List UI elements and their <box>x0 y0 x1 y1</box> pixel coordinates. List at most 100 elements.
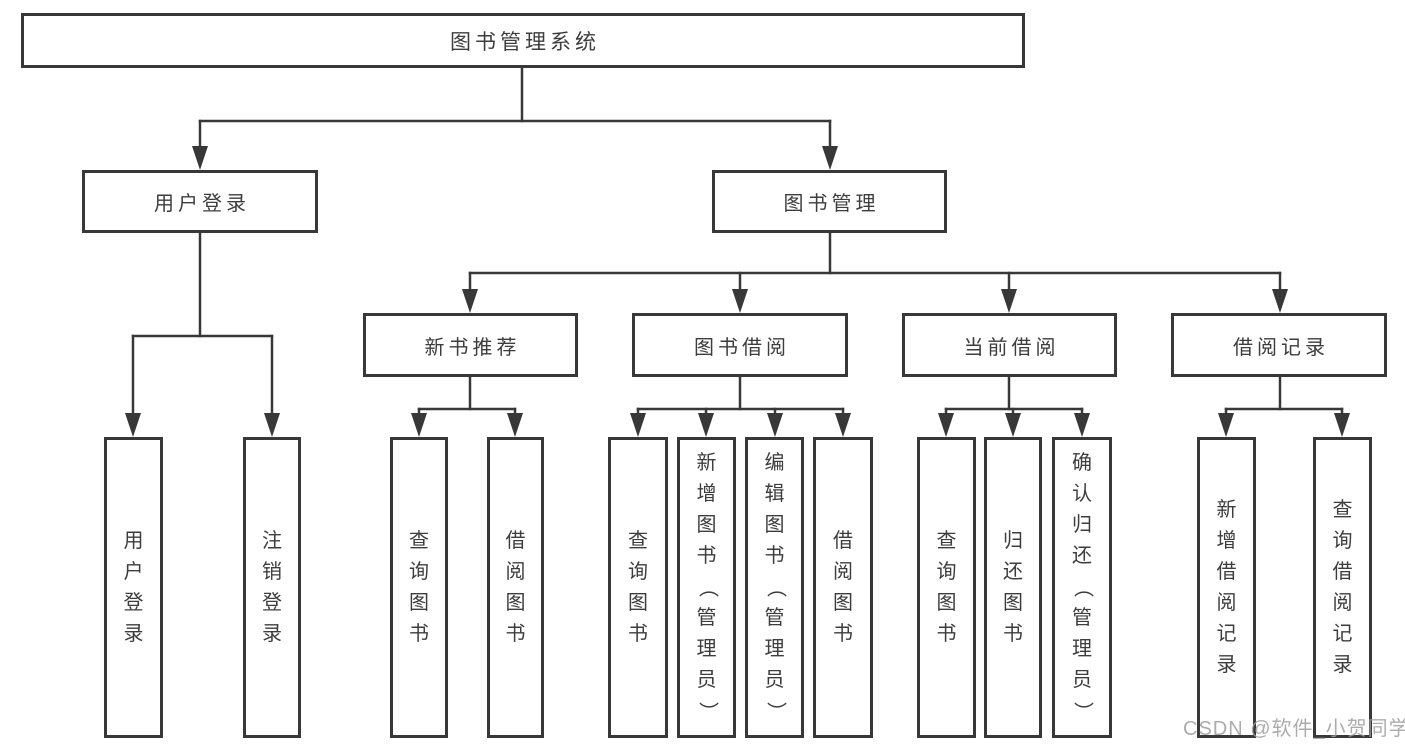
vertical-char: 管 <box>1072 607 1092 629</box>
vertical-char: 归 <box>1003 529 1023 552</box>
vertical-char: 管 <box>696 607 717 629</box>
vertical-char: 查 <box>628 529 648 552</box>
node-label: 借阅图书 <box>816 440 870 735</box>
leaf-borrow-query-books: 查询图书 <box>608 437 668 738</box>
vertical-char: 阅 <box>833 560 853 583</box>
node-label: 图书借阅 <box>694 336 790 359</box>
vertical-char: 书 <box>833 622 853 645</box>
node-current-borrowing: 当前借阅 <box>902 313 1117 377</box>
node-book-management: 图书管理 <box>712 170 947 233</box>
node-label: 图书管理 <box>783 193 880 215</box>
node-label: 新书推荐 <box>424 336 521 359</box>
node-label: 借阅记录 <box>1233 336 1329 359</box>
vertical-char: 录 <box>1332 653 1353 676</box>
vertical-char: 询 <box>936 560 957 583</box>
vertical-char: 录 <box>123 622 144 645</box>
node-label: 新增借阅记录 <box>1200 440 1253 735</box>
vertical-char: 图 <box>764 514 785 536</box>
vertical-char: 查 <box>409 529 429 552</box>
vertical-char: 书 <box>505 622 526 645</box>
vertical-char: 书 <box>764 545 785 567</box>
vertical-char: 询 <box>1332 529 1353 552</box>
vertical-char: 管 <box>764 607 785 629</box>
node-label: 新增图书（管理员） <box>680 440 733 735</box>
vertical-char: 阅 <box>1332 591 1353 614</box>
leaf-edit-book-admin: 编辑图书（管理员） <box>745 437 804 738</box>
node-new-book-recommendation: 新书推荐 <box>363 313 578 377</box>
vertical-char: 辑 <box>764 483 785 505</box>
node-label: 确认归还 （ 管理员 ） <box>1055 440 1109 735</box>
leaf-logout: 注销登录 <box>243 437 301 738</box>
node-label: 图书管理系统 <box>450 30 600 54</box>
node-label: 借阅图书 <box>490 440 541 735</box>
node-book-borrowing: 图书借阅 <box>632 313 848 377</box>
vertical-char: 记 <box>1332 622 1353 645</box>
vertical-char: ） <box>1071 701 1094 722</box>
leaf-query-borrow-record: 查询借阅记录 <box>1313 437 1372 738</box>
vertical-char: 借 <box>1332 560 1353 583</box>
vertical-char: 图 <box>833 591 853 614</box>
vertical-char: 认 <box>1072 483 1092 505</box>
node-label: 编辑图书（管理员） <box>748 440 801 735</box>
vertical-char: 理 <box>1072 638 1092 660</box>
vertical-char: 查 <box>936 529 957 552</box>
vertical-char: 阅 <box>505 560 526 583</box>
vertical-char: 登 <box>123 591 144 614</box>
vertical-char: 注 <box>262 529 282 552</box>
node-user-login: 用户登录 <box>82 170 318 233</box>
vertical-char: 编 <box>764 452 785 474</box>
leaf-recommend-query-books: 查询图书 <box>390 437 448 738</box>
vertical-char: 还 <box>1003 560 1023 583</box>
vertical-char: 记 <box>1216 622 1237 645</box>
vertical-char: 询 <box>628 560 648 583</box>
vertical-char: （ <box>1071 577 1094 598</box>
vertical-char: 借 <box>505 529 526 552</box>
vertical-char: 理 <box>764 638 785 660</box>
vertical-char: 还 <box>1072 545 1092 567</box>
leaf-user-login: 用户登录 <box>104 437 163 738</box>
vertical-char: 阅 <box>1216 591 1237 614</box>
vertical-char: 录 <box>1216 653 1237 676</box>
vertical-char: 图 <box>1003 591 1023 614</box>
leaf-current-query-books: 查询图书 <box>917 437 976 738</box>
node-label: 查询图书 <box>393 440 445 735</box>
vertical-char: 新 <box>1216 498 1237 521</box>
leaf-recommend-borrow-books: 借阅图书 <box>487 437 544 738</box>
vertical-char: 图 <box>505 591 526 614</box>
vertical-char: 增 <box>1216 529 1237 552</box>
node-label: 查询图书 <box>611 440 665 735</box>
vertical-char: 户 <box>123 560 144 583</box>
node-label: 查询图书 <box>920 440 973 735</box>
vertical-char: （ <box>696 577 718 598</box>
vertical-char: 员 <box>764 669 785 691</box>
node-label: 用户登录 <box>154 193 250 215</box>
vertical-char: 确 <box>1072 452 1092 474</box>
vertical-char: 借 <box>833 529 853 552</box>
node-label: 当前借阅 <box>963 336 1060 359</box>
node-borrowing-records: 借阅记录 <box>1171 313 1387 377</box>
vertical-char: 新 <box>696 452 717 474</box>
vertical-char: 借 <box>1216 560 1237 583</box>
csdn-watermark: CSDN @软件_小贺同学 <box>1183 718 1405 740</box>
vertical-char: 录 <box>262 622 282 645</box>
vertical-char: 归 <box>1072 514 1092 536</box>
vertical-char: 用 <box>123 529 144 552</box>
vertical-char: 员 <box>1072 669 1092 691</box>
vertical-char: 询 <box>409 560 429 583</box>
vertical-char: 增 <box>696 483 717 505</box>
vertical-char: ） <box>696 701 718 722</box>
vertical-char: （ <box>764 577 786 598</box>
leaf-confirm-return-admin: 确认归还 （ 管理员 ） <box>1052 437 1112 738</box>
vertical-char: 图 <box>936 591 957 614</box>
vertical-char: 销 <box>262 560 282 583</box>
vertical-char: 书 <box>409 622 429 645</box>
vertical-char: 查 <box>1332 498 1353 521</box>
node-label: 归还图书 <box>987 440 1039 735</box>
vertical-char: 书 <box>696 545 717 567</box>
node-label: 用户登录 <box>107 440 160 735</box>
vertical-char: 理 <box>696 638 717 660</box>
arrowheads <box>125 146 1350 437</box>
vertical-char: 登 <box>262 591 282 614</box>
